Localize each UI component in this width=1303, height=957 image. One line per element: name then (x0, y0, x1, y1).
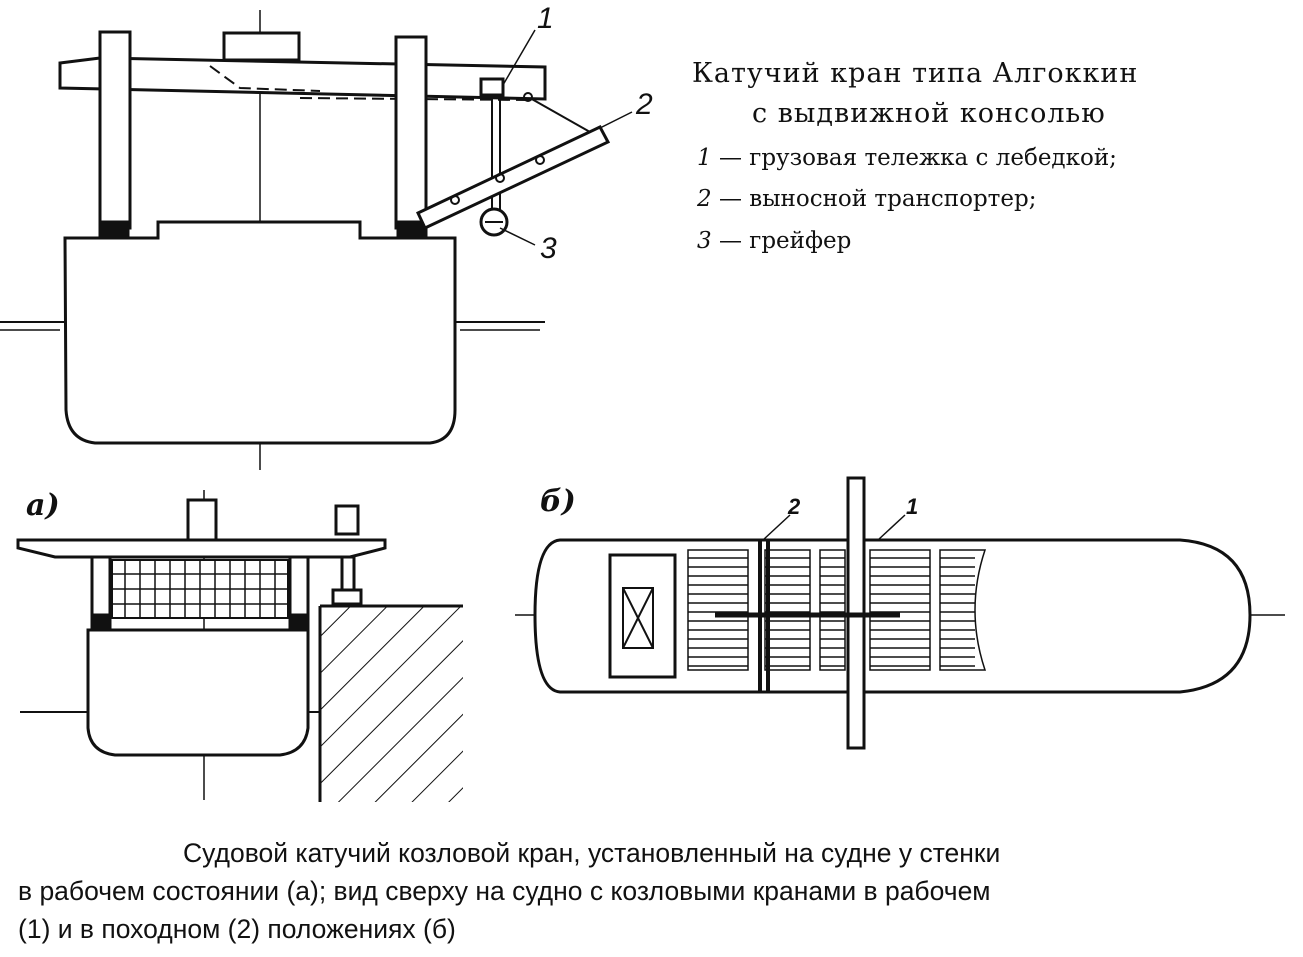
callout-1: 1 (537, 2, 554, 35)
outboard-conveyor (416, 125, 611, 230)
crane-leg-left (98, 30, 132, 230)
legend-item-1: 1 — грузовая тележка с лебедкой; (697, 145, 1117, 171)
diagram-title-line2: с выдвижной консолью (752, 98, 1106, 129)
quay-wall (320, 606, 463, 802)
legend-text: — грейфер (718, 228, 852, 254)
top-crane-view (0, 10, 633, 470)
legend-item-2: 2 — выносной транспортер; (697, 186, 1036, 212)
legend-item-3: 3 — грейфер (697, 228, 851, 254)
legend-text: — выносной транспортер; (718, 186, 1037, 212)
caption-line2: в рабочем состоянии (а); вид сверху на с… (18, 876, 991, 906)
ship-hull-a (86, 628, 310, 757)
legend-num: 3 (697, 228, 712, 254)
diagram-title-line1: Катучий кран типа Алгоккин (692, 58, 1139, 89)
view-b (515, 476, 1285, 750)
crane-leg-right (394, 35, 428, 230)
legend-num: 1 (697, 145, 712, 171)
plan-callout-2: 2 (788, 494, 801, 519)
view-b-label: б) (540, 484, 576, 519)
legend-text: — грузовая тележка с лебедкой; (718, 145, 1117, 171)
callout-2: 2 (636, 88, 653, 121)
plan-callout-1: 1 (906, 494, 919, 519)
legend-num: 2 (697, 186, 712, 212)
callout-3: 3 (540, 232, 557, 265)
gantry-girder-a (16, 538, 387, 559)
caption-line1: Судовой катучий козловой кран, установле… (183, 838, 1001, 868)
crane-cabin (222, 31, 301, 62)
ship-hull (63, 220, 457, 445)
view-a-label: а) (26, 488, 60, 523)
view-a (16, 490, 463, 802)
crane-girder (58, 56, 547, 101)
trolley-winch (479, 77, 505, 97)
caption-line3: (1) и в походном (2) положениях (б) (18, 914, 456, 944)
